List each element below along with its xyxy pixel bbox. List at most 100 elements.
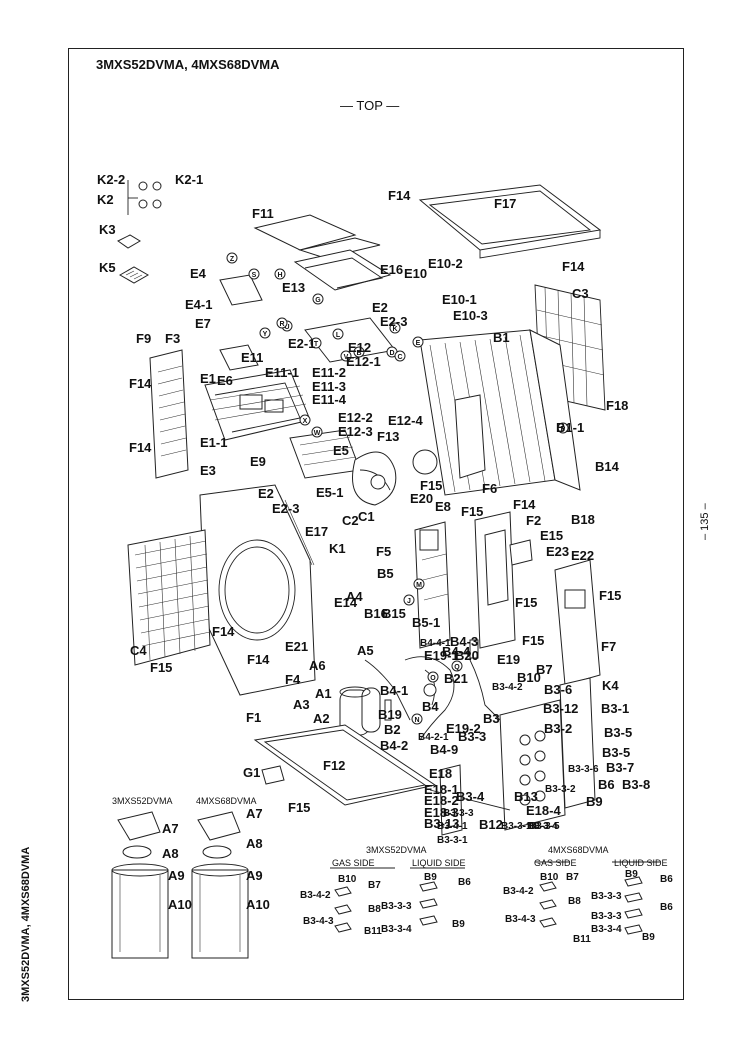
hole-marker-letter-s: S bbox=[252, 272, 257, 279]
top-panel-f17-drawing bbox=[418, 184, 602, 259]
part-label-b3-13: B3-13 bbox=[424, 816, 459, 831]
front-panel-k1-drawing bbox=[199, 484, 316, 696]
part-label-f9: F9 bbox=[136, 331, 151, 346]
part-label-e3: E3 bbox=[200, 463, 216, 478]
part-label-f15: F15 bbox=[150, 660, 172, 675]
detail-part-label-b6: B6 bbox=[660, 874, 673, 885]
part-label-e11: E11 bbox=[241, 350, 263, 365]
part-label-f3: F3 bbox=[165, 331, 180, 346]
part-label-f15: F15 bbox=[515, 595, 537, 610]
part-label-e2: E2 bbox=[372, 300, 388, 315]
part-label-e10: E10 bbox=[404, 266, 427, 281]
part-label-b3-2: B3-2 bbox=[544, 721, 572, 736]
part-label-f15: F15 bbox=[420, 478, 442, 493]
hole-marker-circle bbox=[557, 422, 569, 434]
detail-part-label-b3-4-2: B3-4-2 bbox=[503, 886, 534, 897]
part-label-e6: E6 bbox=[217, 373, 233, 388]
part-label-e2-1: E2-1 bbox=[288, 336, 315, 351]
part-label-f15: F15 bbox=[461, 504, 483, 519]
part-label-e20: E20 bbox=[410, 491, 433, 506]
part-label-k3: K3 bbox=[99, 222, 116, 237]
part-label-e22: E22 bbox=[571, 548, 594, 563]
part-label-e11-4: E11-4 bbox=[312, 392, 347, 407]
grille-c4-drawing bbox=[127, 529, 211, 666]
part-label-e9: E9 bbox=[250, 454, 266, 469]
part-label-f15: F15 bbox=[288, 800, 310, 815]
hole-marker-letter-h: H bbox=[277, 272, 282, 279]
part-label-e12-1: E12-1 bbox=[346, 354, 381, 369]
part-label-e19: E19 bbox=[497, 652, 520, 667]
part-label-e11-1: E11-1 bbox=[265, 365, 299, 380]
part-label-c4: C4 bbox=[130, 643, 147, 658]
kit-model-label: 4MXS68DVMA bbox=[196, 796, 257, 806]
bracket-k3-drawing bbox=[117, 234, 150, 284]
kit-part-label-a10: A10 bbox=[168, 897, 192, 912]
hole-marker-circle bbox=[332, 328, 344, 340]
detail-part-label-b9: B9 bbox=[625, 869, 638, 880]
part-label-g1: G1 bbox=[243, 765, 260, 780]
hole-marker-letter-t: T bbox=[314, 341, 319, 348]
part-label-b1-1: B1-1 bbox=[556, 420, 584, 435]
part-label-e15: E15 bbox=[540, 528, 563, 543]
part-label-e12-4: E12-4 bbox=[388, 413, 423, 428]
part-label-b7: B7 bbox=[536, 662, 553, 677]
hole-marker-letter-k: K bbox=[392, 326, 397, 333]
part-label-k2-2: K2-2 bbox=[97, 172, 125, 187]
detail-part-label-b6: B6 bbox=[458, 877, 471, 888]
part-label-b3-3-3: B3-3-3 bbox=[443, 808, 474, 819]
part-label-b19: B19 bbox=[378, 707, 402, 722]
hole-marker-letter-y: Y bbox=[263, 331, 268, 338]
hole-marker-circle bbox=[310, 337, 322, 349]
part-label-e2-3: E2-3 bbox=[380, 314, 407, 329]
hole-marker-circle bbox=[451, 660, 463, 672]
part-label-b12: B12 bbox=[479, 817, 503, 832]
part-label-e1: E1 bbox=[200, 371, 216, 386]
hole-marker-circle bbox=[394, 350, 406, 362]
part-label-e18-3: E18-3 bbox=[424, 805, 459, 820]
part-label-k1: K1 bbox=[329, 541, 346, 556]
part-label-k4: K4 bbox=[602, 678, 619, 693]
hole-marker-letter-c: C bbox=[397, 354, 402, 361]
part-label-f13: F13 bbox=[377, 429, 399, 444]
part-label-b3-8: B3-8 bbox=[622, 777, 650, 792]
part-label-b3-3-6: B3-3-6 bbox=[568, 764, 599, 775]
part-label-b4-2: B4-2 bbox=[380, 738, 408, 753]
part-label-e21: E21 bbox=[285, 639, 308, 654]
compressor-a1-drawing bbox=[339, 659, 411, 736]
part-label-e11-2: E11-2 bbox=[312, 365, 346, 380]
part-label-e1-1: E1-1 bbox=[200, 435, 227, 450]
hole-marker-circle bbox=[403, 594, 415, 606]
hole-marker-circle bbox=[299, 414, 311, 426]
part-label-b4: B4 bbox=[422, 699, 439, 714]
detail-part-label-b6: B6 bbox=[660, 902, 673, 913]
hole-marker-letter-b: B bbox=[356, 350, 361, 357]
part-label-e2-3: E2-3 bbox=[272, 501, 299, 516]
hole-marker-circle bbox=[340, 350, 352, 362]
part-label-e18-1: E18-1 bbox=[424, 782, 459, 797]
part-label-f14: F14 bbox=[212, 624, 235, 639]
part-label-e14: E14 bbox=[334, 595, 358, 610]
part-label-b20: B20 bbox=[455, 648, 479, 663]
part-label-b6: B6 bbox=[598, 777, 615, 792]
part-label-c1: C1 bbox=[358, 509, 375, 524]
part-label-b3-3-2: B3-3-2 bbox=[545, 784, 576, 795]
part-label-b3-4-1: B3-4-1 bbox=[437, 821, 468, 832]
part-label-e12-3: E12-3 bbox=[338, 424, 373, 439]
valve-assembly-b3-drawing bbox=[429, 677, 596, 836]
part-label-b4-9: B4-9 bbox=[430, 742, 458, 757]
hole-marker-letter-x: X bbox=[303, 418, 308, 425]
part-label-b3-4: B3-4 bbox=[456, 789, 485, 804]
part-label-a6: A6 bbox=[309, 658, 326, 673]
gas-side-label: GAS SIDE bbox=[534, 858, 577, 868]
part-label-k2: K2 bbox=[97, 192, 114, 207]
part-label-b15: B15 bbox=[382, 606, 406, 621]
part-label-e18: E18 bbox=[429, 766, 452, 781]
detail-part-label-b8: B8 bbox=[568, 896, 581, 907]
part-label-f2: F2 bbox=[526, 513, 541, 528]
part-label-a2: A2 bbox=[313, 711, 330, 726]
heat-exchanger-b1-drawing bbox=[419, 329, 581, 496]
part-label-f7: F7 bbox=[601, 639, 616, 654]
part-label-f12: F12 bbox=[323, 758, 345, 773]
